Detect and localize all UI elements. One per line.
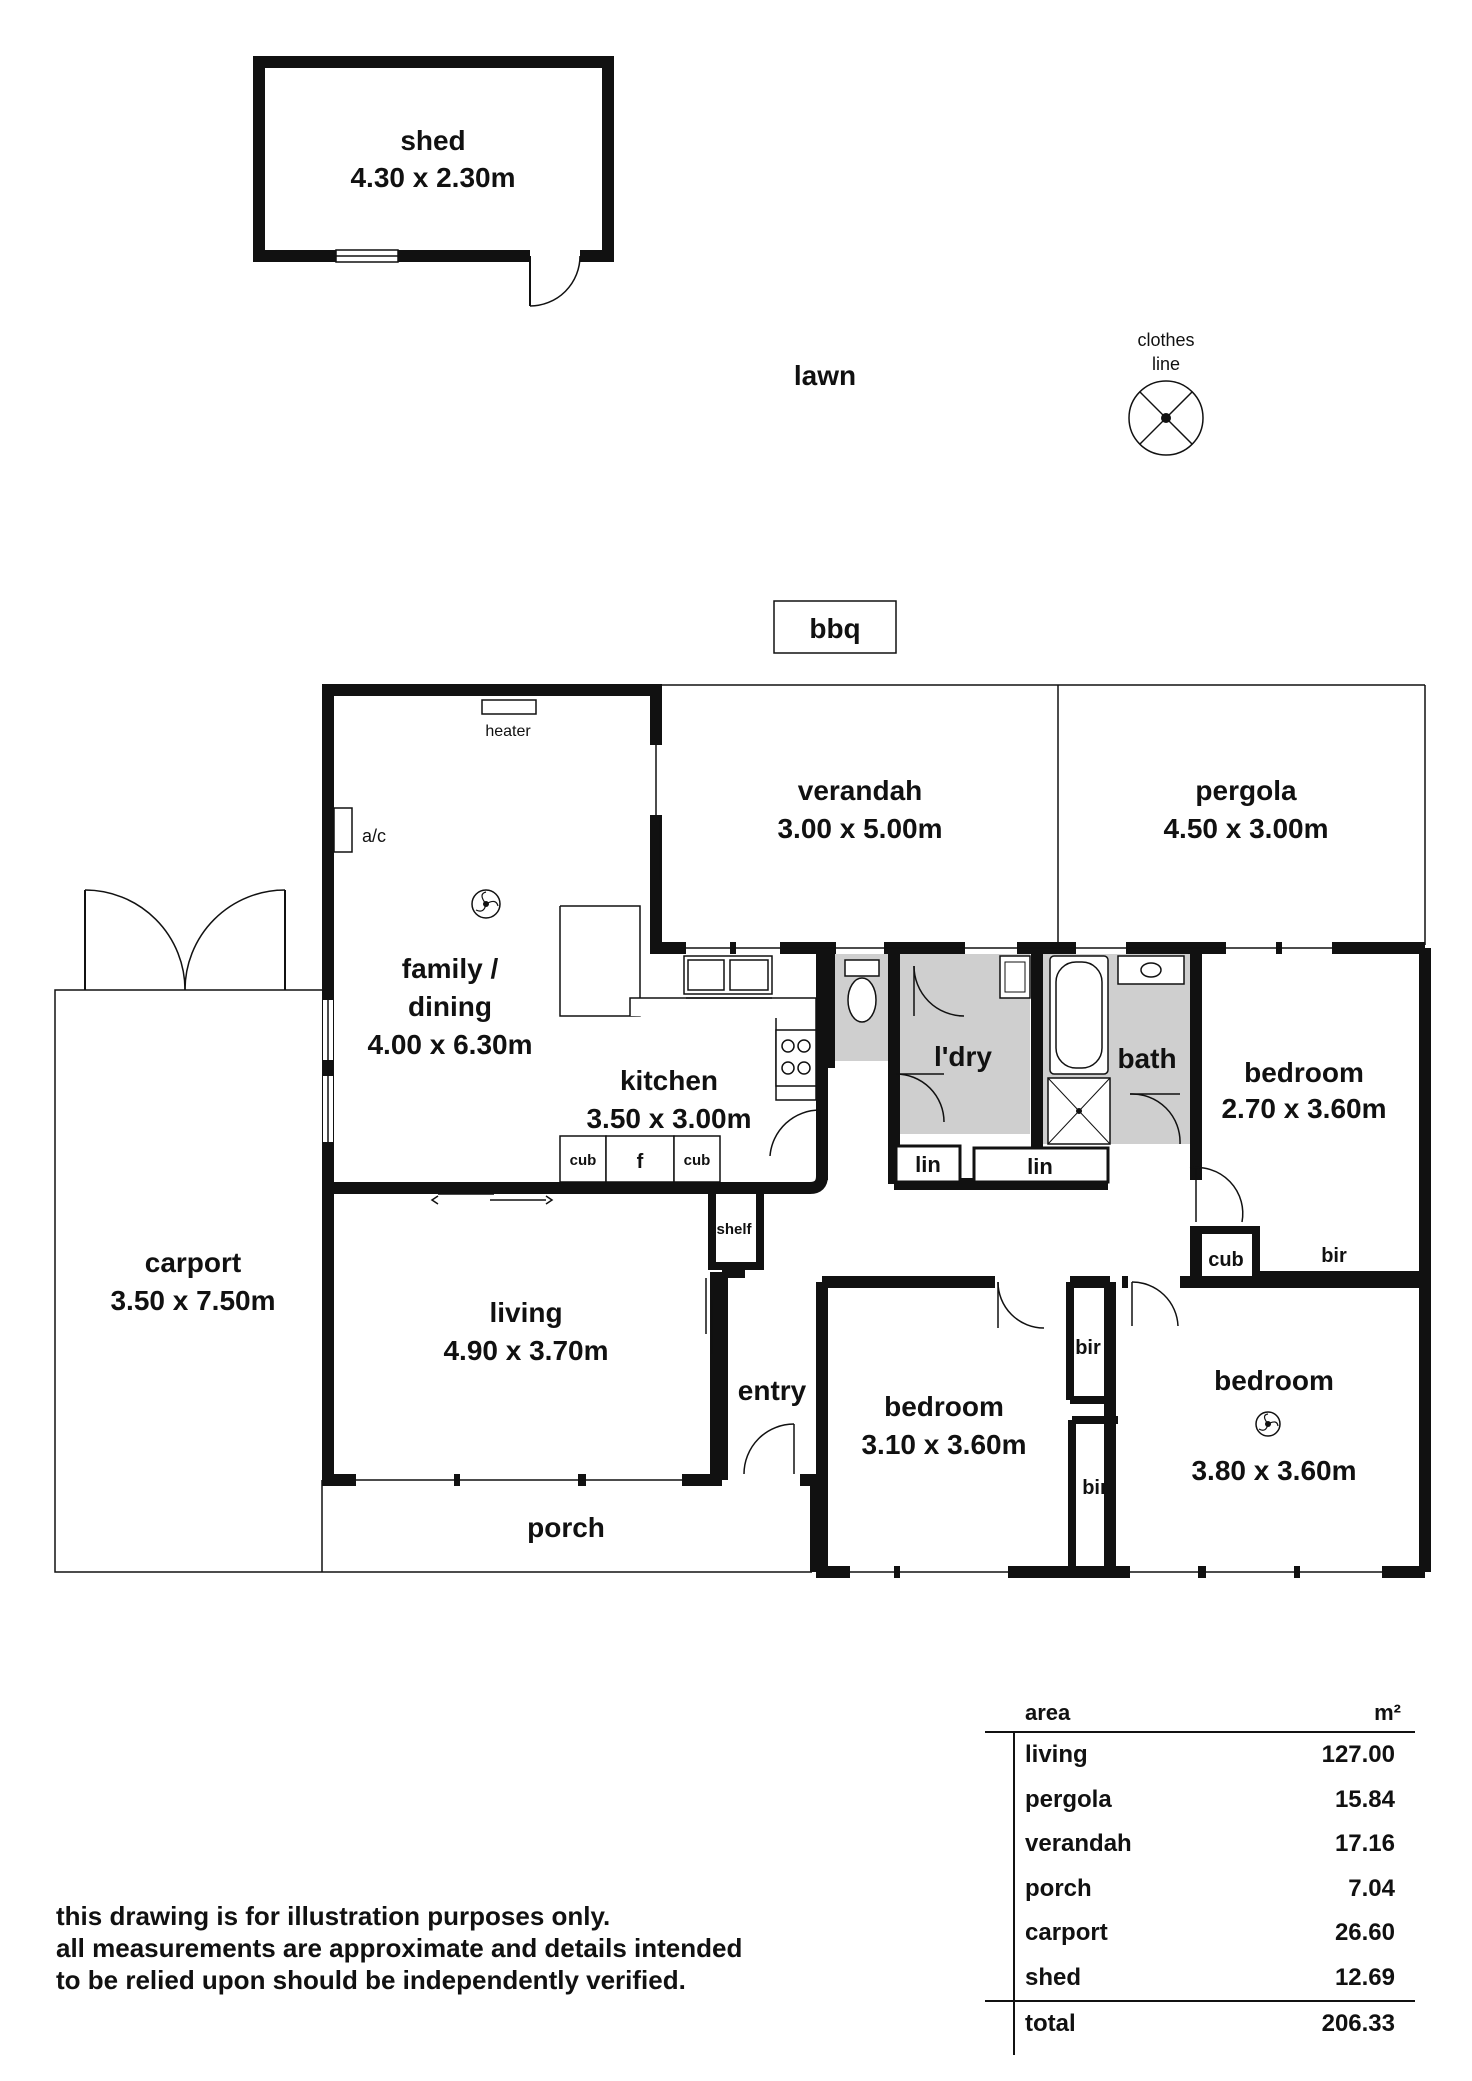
area-row-label: living (1025, 1741, 1088, 1769)
heater-icon (481, 699, 537, 715)
area-row-label: porch (1025, 1874, 1092, 1902)
verandah-size: 3.00 x 5.00m (777, 813, 942, 844)
table-row: living 127.00 (985, 1733, 1415, 1778)
shed-name: shed (400, 125, 465, 156)
entry-name: entry (738, 1375, 807, 1406)
kitchen-size: 3.50 x 3.00m (586, 1103, 751, 1134)
table-row: verandah 17.16 (985, 1822, 1415, 1867)
verandah-pergola-outline (655, 684, 1426, 945)
area-header-label: area (1025, 1700, 1071, 1725)
door-swings (659, 820, 1244, 1475)
bedroom1-name: bedroom (1244, 1057, 1364, 1088)
bbq: bbq (773, 600, 897, 654)
pergola-name: pergola (1195, 775, 1297, 806)
shelf-label: shelf (716, 1221, 752, 1238)
carport-name: carport (145, 1247, 241, 1278)
kitchen-name: kitchen (620, 1065, 718, 1096)
ac-icon (333, 807, 353, 853)
ceiling-fan-icon (471, 889, 501, 919)
disclaimer: this drawing is for illustration purpose… (56, 1900, 816, 1996)
area-table-header: area m² (985, 1695, 1415, 1731)
area-row-value: 127.00 (1321, 1741, 1395, 1769)
shower-icon (1047, 1077, 1111, 1145)
lawn-label: lawn (794, 360, 856, 391)
family-size: 4.00 x 6.30m (367, 1029, 532, 1060)
bedroom3-name: bedroom (1214, 1365, 1334, 1396)
disclaimer-line: all measurements are approximate and det… (56, 1933, 743, 1963)
bedroom2-name: bedroom (884, 1391, 1004, 1422)
area-row-label: pergola (1025, 1785, 1112, 1813)
lin-label-2: lin (1027, 1154, 1053, 1179)
table-row: shed 12.69 (985, 1956, 1415, 2001)
disclaimer-line: this drawing is for illustration purpose… (56, 1901, 611, 1931)
bath-name: bath (1117, 1043, 1176, 1074)
bathtub-icon (1049, 955, 1109, 1075)
area-row-value: 15.84 (1334, 1785, 1395, 1813)
area-table: area m² living 127.00 pergola 15.84 vera… (985, 1695, 1415, 2054)
sliding-doors (430, 1193, 713, 1354)
laundry-name: l'dry (934, 1041, 992, 1072)
area-total-label: total (1025, 2010, 1076, 2038)
bbq-label: bbq (809, 613, 860, 644)
porch-name: porch (527, 1512, 605, 1543)
shed: shed 4.30 x 2.30m (253, 56, 614, 307)
bedroom3-size: 3.80 x 3.60m (1191, 1455, 1356, 1486)
living-size: 4.90 x 3.70m (443, 1335, 608, 1366)
toilet-icon (844, 959, 880, 1023)
clothes-line-icon (1128, 380, 1204, 456)
area-row-label: verandah (1025, 1830, 1132, 1858)
area-table-rows: living 127.00 pergola 15.84 verandah 17.… (985, 1733, 1415, 2054)
kitchen-cupboards (559, 1135, 721, 1183)
area-row-value: 17.16 (1334, 1830, 1395, 1858)
linen-cupboards (894, 1144, 1110, 1184)
trough-icon (999, 955, 1031, 999)
shed-size: 4.30 x 2.30m (350, 162, 515, 193)
cub-label-1: cub (570, 1152, 597, 1169)
heater-label: heater (485, 723, 531, 740)
carport-size: 3.50 x 7.50m (110, 1285, 275, 1316)
fridge-label: f (637, 1151, 644, 1173)
disclaimer-line: to be relied upon should be independentl… (56, 1965, 686, 1995)
area-row-value: 7.04 (1348, 1874, 1395, 1902)
ceiling-fan-icon (1255, 1411, 1281, 1437)
family-name-1: family / (402, 953, 499, 984)
carport-porch-outline (54, 889, 812, 1573)
table-total-row: total 206.33 (985, 2002, 1415, 2047)
bedroom2-size: 3.10 x 3.60m (861, 1429, 1026, 1460)
area-row-value: 26.60 (1334, 1919, 1395, 1947)
area-row-value: 12.69 (1334, 1963, 1395, 1991)
clothes-line-label-1: clothes (1137, 330, 1194, 350)
kitchen-bench (559, 905, 817, 1101)
ac-label: a/c (362, 826, 386, 846)
family-name-2: dining (408, 991, 492, 1022)
pergola-size: 4.50 x 3.00m (1163, 813, 1328, 844)
area-row-label: shed (1025, 1963, 1082, 1991)
verandah-name: verandah (798, 775, 923, 806)
table-row: carport 26.60 (985, 1911, 1415, 1956)
vanity-icon (1117, 955, 1185, 985)
cub-label-2: cub (684, 1152, 711, 1169)
bir-label-1: bir (1321, 1245, 1347, 1267)
living-name: living (489, 1297, 562, 1328)
lin-label-1: lin (915, 1152, 941, 1177)
windows (323, 745, 1382, 1578)
table-row: pergola 15.84 (985, 1778, 1415, 1823)
cub-label-3: cub (1208, 1249, 1244, 1271)
area-header-unit: m² (1374, 1700, 1401, 1725)
clothes-line-label-2: line (1152, 354, 1180, 374)
area-total-value: 206.33 (1321, 2010, 1395, 2038)
bir-label-2: bir (1075, 1337, 1101, 1359)
bedroom1-size: 2.70 x 3.60m (1221, 1093, 1386, 1124)
table-row: porch 7.04 (985, 1867, 1415, 1912)
area-row-label: carport (1025, 1919, 1108, 1947)
bir-label-3: bir (1082, 1477, 1108, 1499)
